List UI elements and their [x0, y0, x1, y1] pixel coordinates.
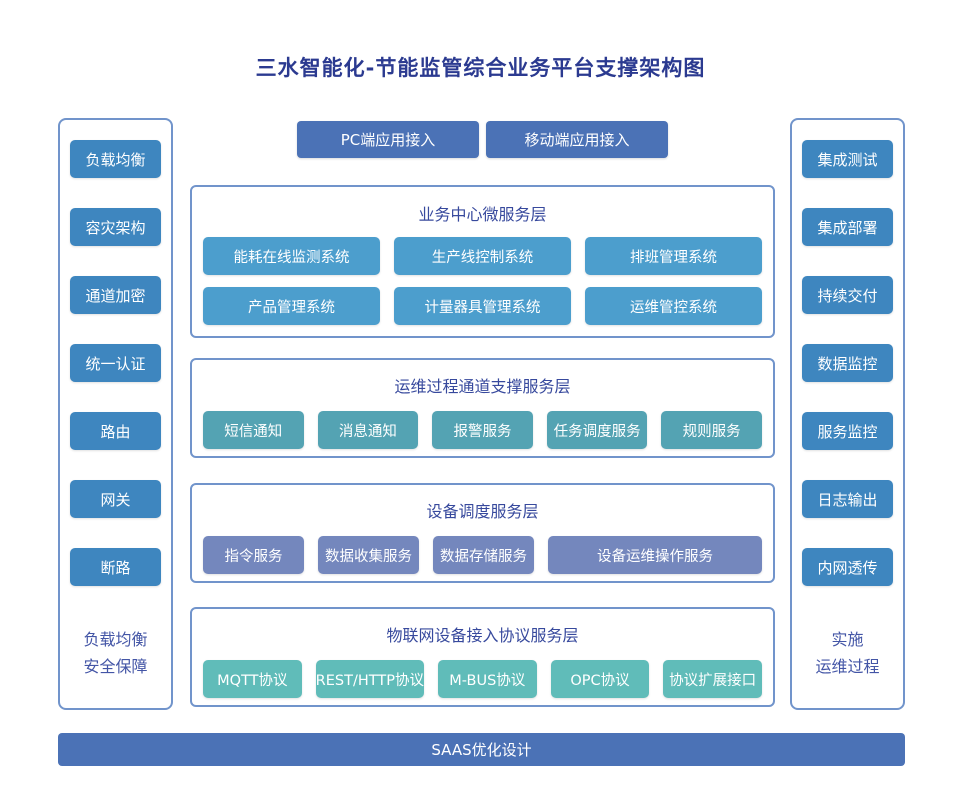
metering-device-management-system-node: 计量器具管理系统 — [394, 287, 571, 325]
shift-management-system-node: 排班管理系统 — [585, 237, 762, 275]
rule-service-node: 规则服务 — [661, 411, 762, 449]
alarm-service-node: 报警服务 — [432, 411, 533, 449]
section-row: 产品管理系统 计量器具管理系统 运维管控系统 — [192, 287, 773, 325]
integration-test-node: 集成测试 — [802, 140, 893, 178]
section-title: 业务中心微服务层 — [418, 205, 547, 224]
mobile-access-node: 移动端应用接入 — [486, 121, 668, 158]
section-title: 物联网设备接入协议服务层 — [386, 626, 579, 645]
section-row: 能耗在线监测系统 生产线控制系统 排班管理系统 — [192, 237, 773, 275]
right-panel-caption-line1: 实施 — [831, 630, 864, 649]
right-panel: 集成测试 集成部署 持续交付 数据监控 服务监控 日志输出 内网透传 实施 运维… — [790, 118, 905, 710]
left-panel-caption-line2: 安全保障 — [83, 657, 148, 676]
section-ops-channel-support-layer: 运维过程通道支撑服务层 短信通知 消息通知 报警服务 任务调度服务 规则服务 — [190, 358, 775, 458]
load-balancing-node: 负载均衡 — [70, 140, 161, 178]
section-title: 设备调度服务层 — [426, 502, 539, 521]
ops-control-system-node: 运维管控系统 — [585, 287, 762, 325]
rest-http-protocol-node: REST/HTTP协议 — [315, 660, 424, 698]
left-panel-caption: 负载均衡 安全保障 — [83, 626, 147, 680]
energy-monitoring-system-node: 能耗在线监测系统 — [203, 237, 380, 275]
right-panel-caption: 实施 运维过程 — [815, 626, 879, 680]
message-notification-node: 消息通知 — [317, 411, 419, 449]
data-collection-service-node: 数据收集服务 — [317, 536, 419, 574]
task-scheduling-service-node: 任务调度服务 — [546, 411, 648, 449]
section-device-scheduling-layer: 设备调度服务层 指令服务 数据收集服务 数据存储服务 设备运维操作服务 — [190, 483, 775, 583]
product-management-system-node: 产品管理系统 — [203, 287, 380, 325]
circuit-breaker-node: 断路 — [70, 548, 161, 586]
mqtt-protocol-node: MQTT协议 — [203, 660, 302, 698]
integration-deploy-node: 集成部署 — [802, 208, 893, 246]
disaster-recovery-node: 容灾架构 — [70, 208, 161, 246]
opc-protocol-node: OPC协议 — [550, 660, 650, 698]
device-ops-operation-service-node: 设备运维操作服务 — [547, 536, 763, 574]
pc-access-node: PC端应用接入 — [297, 121, 479, 158]
continuous-delivery-node: 持续交付 — [802, 276, 893, 314]
application-access-row: PC端应用接入 移动端应用接入 — [190, 121, 775, 158]
saas-optimization-bar: SAAS优化设计 — [58, 733, 905, 766]
left-panel: 负载均衡 容灾架构 通道加密 统一认证 路由 网关 断路 负载均衡 安全保障 — [58, 118, 173, 710]
section-row: MQTT协议 REST/HTTP协议 M-BUS协议 OPC协议 协议扩展接口 — [192, 660, 773, 698]
command-service-node: 指令服务 — [203, 536, 304, 574]
section-business-microservice-layer: 业务中心微服务层 能耗在线监测系统 生产线控制系统 排班管理系统 产品管理系统 … — [190, 185, 775, 338]
log-output-node: 日志输出 — [802, 480, 893, 518]
section-iot-protocol-layer: 物联网设备接入协议服务层 MQTT协议 REST/HTTP协议 M-BUS协议 … — [190, 607, 775, 707]
section-row: 指令服务 数据收集服务 数据存储服务 设备运维操作服务 — [192, 536, 773, 574]
data-storage-service-node: 数据存储服务 — [432, 536, 534, 574]
unified-auth-node: 统一认证 — [70, 344, 161, 382]
service-monitoring-node: 服务监控 — [802, 412, 893, 450]
gateway-node: 网关 — [70, 480, 161, 518]
left-panel-caption-line1: 负载均衡 — [83, 630, 148, 649]
protocol-extension-interface-node: 协议扩展接口 — [663, 660, 762, 698]
production-line-control-system-node: 生产线控制系统 — [394, 237, 571, 275]
m-bus-protocol-node: M-BUS协议 — [437, 660, 537, 698]
data-monitoring-node: 数据监控 — [802, 344, 893, 382]
routing-node: 路由 — [70, 412, 161, 450]
sms-notification-node: 短信通知 — [203, 411, 304, 449]
diagram-title: 三水智能化-节能监管综合业务平台支撑架构图 — [255, 56, 706, 80]
channel-encryption-node: 通道加密 — [70, 276, 161, 314]
section-title: 运维过程通道支撑服务层 — [394, 377, 571, 396]
intranet-tunnel-node: 内网透传 — [802, 548, 893, 586]
section-row: 短信通知 消息通知 报警服务 任务调度服务 规则服务 — [192, 411, 773, 449]
right-panel-caption-line2: 运维过程 — [815, 657, 880, 676]
